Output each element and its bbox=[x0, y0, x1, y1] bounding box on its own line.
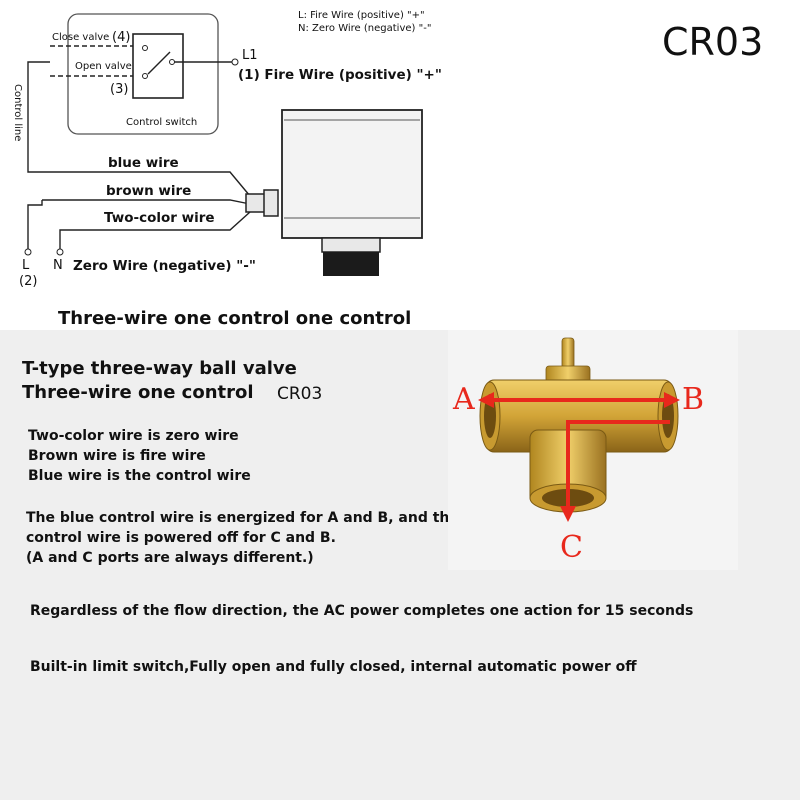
note-powered-off: control wire is powered off for C and B. bbox=[26, 530, 336, 546]
note-limit-switch: Built-in limit switch,Fully open and ful… bbox=[30, 659, 637, 675]
switch-box bbox=[67, 13, 219, 135]
terminal-4-label: (4) bbox=[112, 30, 131, 45]
flow-arrow-a-head bbox=[478, 392, 494, 408]
note-blue-wire: Blue wire is the control wire bbox=[28, 468, 251, 484]
contact-close bbox=[142, 45, 148, 51]
valve-stem bbox=[561, 337, 575, 371]
terminal-n-label: N bbox=[53, 258, 63, 273]
flow-arrow-c-head bbox=[560, 506, 576, 522]
open-valve-label: Open valve bbox=[75, 61, 132, 72]
valve-illustration bbox=[478, 337, 680, 522]
port-c-label: C bbox=[560, 530, 583, 565]
note-two-color-wire: Two-color wire is zero wire bbox=[28, 428, 239, 444]
valve-subtitle: Three-wire one control bbox=[22, 382, 254, 403]
actuator-neck bbox=[321, 237, 381, 253]
l-wire-line bbox=[27, 200, 43, 250]
contact-open bbox=[142, 73, 148, 79]
valve-model: CR03 bbox=[277, 384, 323, 404]
brown-wire-line bbox=[42, 199, 251, 205]
terminal-l-label: L bbox=[22, 258, 30, 273]
l-terminal bbox=[24, 248, 32, 256]
two-color-wire-line bbox=[59, 211, 251, 250]
close-valve-label: Close valve bbox=[52, 32, 110, 43]
legend-zero-wire: N: Zero Wire (negative) "-" bbox=[298, 23, 432, 34]
actuator-body bbox=[281, 109, 423, 239]
contact-common bbox=[169, 59, 175, 65]
blue-wire-label: blue wire bbox=[108, 155, 179, 171]
actuator-base bbox=[323, 252, 379, 276]
wiring-diagram bbox=[24, 13, 423, 276]
control-line-label: Control line bbox=[12, 84, 23, 142]
l1-label: L1 bbox=[242, 48, 258, 63]
two-color-wire-label: Two-color wire bbox=[104, 210, 215, 226]
flow-arrow-c-line bbox=[566, 420, 670, 510]
control-switch-label: Control switch bbox=[126, 117, 198, 128]
gland-nut bbox=[263, 189, 279, 217]
legend-fire-wire: L: Fire Wire (positive) "+" bbox=[298, 10, 425, 21]
valve-photo: A B C bbox=[448, 330, 738, 570]
diagram-caption: Three-wire one control one control bbox=[58, 308, 412, 329]
port-a-label: A bbox=[453, 382, 475, 417]
model-code: CR03 bbox=[662, 20, 764, 64]
valve-title: T-type three-way ball valve bbox=[22, 358, 297, 379]
n-terminal bbox=[56, 248, 64, 256]
note-timing: Regardless of the flow direction, the AC… bbox=[30, 603, 694, 619]
terminal-3-label: (3) bbox=[110, 82, 129, 97]
switch-inner-box bbox=[132, 33, 184, 99]
note-ports: (A and C ports are always different.) bbox=[26, 550, 314, 566]
zero-wire-label: Zero Wire (negative) "-" bbox=[73, 258, 256, 274]
note-energized: The blue control wire is energized for A… bbox=[26, 510, 459, 526]
note-brown-wire: Brown wire is fire wire bbox=[28, 448, 206, 464]
port-b-label: B bbox=[682, 382, 705, 417]
terminal-2-label: (2) bbox=[19, 274, 38, 289]
switch-lever bbox=[147, 51, 171, 75]
fire-wire-label: (1) Fire Wire (positive) "+" bbox=[238, 67, 442, 83]
control-line-wire bbox=[27, 61, 251, 197]
l1-terminal bbox=[231, 58, 239, 66]
brown-wire-label: brown wire bbox=[106, 183, 192, 199]
flow-arrow-b-head bbox=[664, 392, 680, 408]
